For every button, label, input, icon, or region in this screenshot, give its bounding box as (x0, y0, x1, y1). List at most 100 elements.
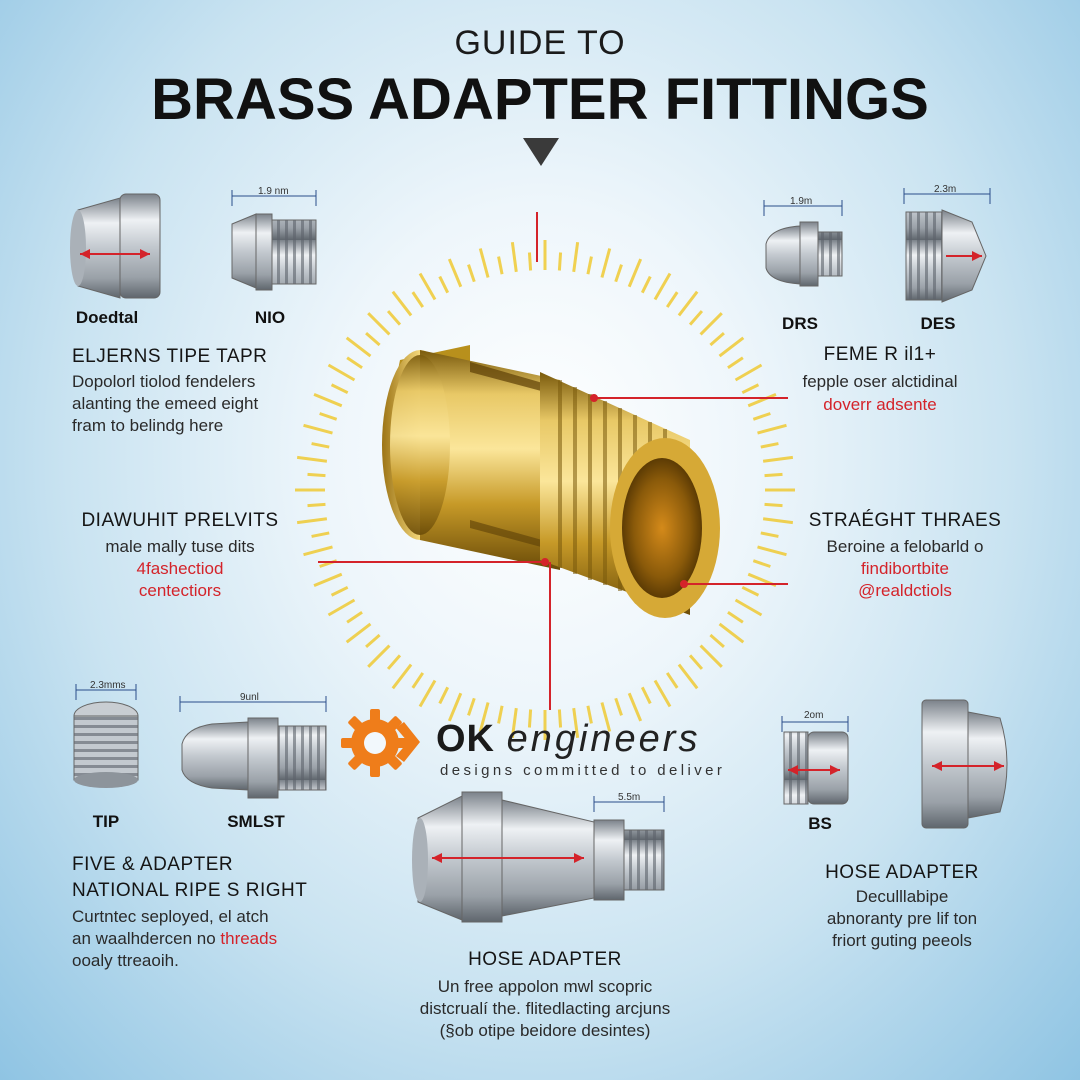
dim-label: 9unl (240, 692, 259, 703)
sunburst-tick (760, 531, 779, 538)
sunburst-tick (478, 702, 490, 732)
section-desc-line: Deculllabipe (855, 887, 949, 906)
section-heading: STRAÉGHT THRAES (808, 510, 1002, 531)
sunburst-tick (653, 272, 672, 301)
sunburst-tick (365, 331, 381, 347)
part-des-image (903, 188, 991, 303)
brand-name: engineers (506, 718, 701, 760)
sunburst-tick (467, 264, 476, 283)
sunburst-tick (586, 256, 593, 275)
section-desc-line: ooaly ttreaoih. (72, 951, 179, 970)
part-smlst-image (179, 696, 327, 799)
sunburst-tick (677, 290, 699, 317)
sunburst-tick (330, 383, 349, 395)
sunburst-tick (438, 275, 450, 294)
sunburst-tick (447, 258, 463, 288)
sunburst-tick (557, 252, 563, 271)
sunburst-tick (640, 686, 652, 705)
sunburst-tick (665, 291, 679, 308)
sunburst-tick (727, 356, 744, 370)
sunburst-tick (718, 622, 745, 644)
sunburst-tick (346, 356, 363, 370)
section-desc-line-red: @realdctiols (858, 581, 952, 600)
dim-label: 5.5m (618, 792, 641, 803)
section-desc-line: Dopolorl tiolod fendelers (72, 372, 256, 391)
brand-ok: OK (436, 718, 495, 760)
section-heading: FIVE & ADAPTER (72, 854, 234, 875)
section-desc-line: alanting the emeed eight (72, 394, 259, 413)
section-desc-line: fram to belindg here (72, 416, 224, 435)
sunburst-tick (677, 663, 699, 690)
sunburst-tick (411, 672, 425, 689)
sunburst-tick (699, 312, 723, 336)
dim-label: 1.9m (790, 196, 813, 207)
sunburst-tick (386, 310, 402, 326)
part-hose-adapter-image (412, 791, 665, 923)
sunburst-tick (319, 412, 338, 421)
part-label: DES (920, 314, 956, 333)
sunburst-tick (311, 442, 330, 449)
sunburst-tick (760, 442, 779, 449)
sunburst-tick (614, 697, 623, 716)
sunburst-tick (510, 707, 518, 739)
sunburst-tick (627, 258, 643, 288)
sunburst-tick (418, 679, 437, 708)
part-bs-image (781, 716, 849, 805)
sunburst-tick (391, 290, 413, 317)
sunburst-tick (327, 598, 356, 617)
sunburst-tick (418, 272, 437, 301)
part-hose-adapter-right-image (921, 699, 1008, 829)
sunburst-tick (741, 383, 760, 395)
sunburst-tick (527, 709, 533, 728)
sunburst-tick (734, 363, 763, 382)
sunburst-tick (572, 707, 580, 739)
sunburst-tick (741, 585, 760, 597)
sunburst-tick (447, 692, 463, 722)
pre-title: GUIDE TO (454, 24, 626, 62)
part-label: Doedtal (75, 308, 139, 327)
sunburst-tick (527, 252, 533, 271)
sunburst-tick (709, 331, 725, 347)
dim-label: 1.9 nm (258, 186, 289, 197)
sunburst-tick (411, 291, 425, 308)
sunburst-tick (688, 654, 704, 670)
part-nio-image (231, 190, 317, 291)
sunburst-tick (367, 312, 391, 336)
sunburst-tick (367, 644, 391, 668)
sunburst-tick (557, 709, 563, 728)
sunburst-tick (345, 622, 372, 644)
section-desc-line: Beroine a felobarld o (826, 537, 984, 556)
section-heading: ELJERNS TIPE TAPR (72, 346, 268, 367)
part-doedtal-image (70, 193, 161, 299)
sunburst-tick (699, 644, 723, 668)
dim-label: 2om (804, 710, 824, 721)
sunburst-tick (727, 610, 744, 624)
sunburst-tick (600, 248, 612, 278)
sunburst-tick (330, 585, 349, 597)
sunburst-tick (296, 517, 328, 525)
sunburst-tick (497, 256, 504, 275)
sunburst-tick (665, 672, 679, 689)
sunburst-tick (586, 705, 593, 724)
section-desc-line: Curtntec seployed, el atch (72, 907, 269, 926)
section-heading: FEME R il1+ (823, 344, 937, 365)
sunburst-tick (313, 392, 343, 408)
sunburst-tick (762, 455, 794, 463)
part-label: BS (808, 814, 832, 833)
part-tip-image (73, 684, 139, 788)
section-heading: HOSE ADAPTER (468, 949, 622, 970)
sunburst-tick (391, 663, 413, 690)
part-drs-image (763, 200, 843, 287)
section-heading: HOSE ADAPTER (825, 862, 979, 883)
sunburst-tick (718, 336, 745, 358)
sunburst-tick (757, 423, 787, 435)
sunburst-tick (307, 472, 326, 478)
sunburst-tick (764, 502, 783, 508)
down-arrow-icon (523, 138, 559, 166)
sunburst-tick (734, 598, 763, 617)
sunburst-tick (747, 392, 777, 408)
section-desc-line: Un free appolon mwl scopric (437, 977, 653, 996)
sunburst-tick (303, 545, 333, 557)
part-label: NIO (254, 308, 286, 327)
sunburst-tick (345, 336, 372, 358)
